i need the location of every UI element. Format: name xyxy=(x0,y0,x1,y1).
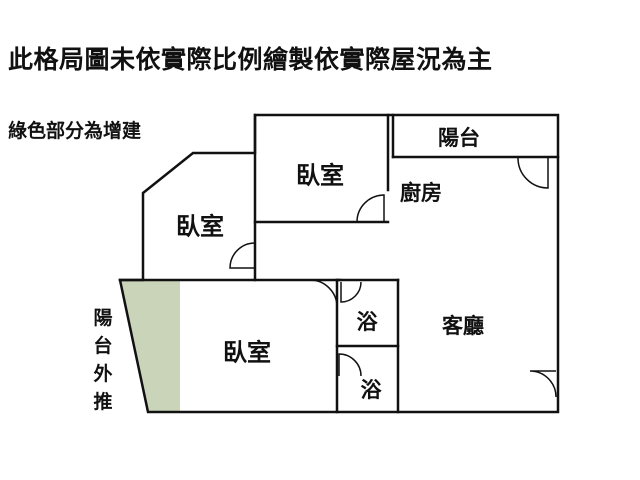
door-swing xyxy=(517,157,549,189)
balcony-extension-label: 陽台外推 xyxy=(93,307,113,413)
room-label-kitchen: 廚房 xyxy=(400,181,442,205)
door-swing xyxy=(338,353,362,377)
door-swing xyxy=(229,242,256,269)
room-label-living-room: 客廳 xyxy=(442,314,484,338)
legend-note: 綠色部分為增建 xyxy=(8,120,142,142)
room-label-bedroom-left: 臥室 xyxy=(176,212,224,241)
door-swing xyxy=(340,281,362,303)
room-label-balcony: 陽台 xyxy=(438,126,480,150)
room-label-bath-2: 浴 xyxy=(360,378,382,402)
room-label-bath-1: 浴 xyxy=(356,310,378,334)
door-swing xyxy=(309,279,338,308)
room-label-bedroom-main: 臥室 xyxy=(223,338,271,367)
page-title: 此格局圖未依實際比例繪製依實際屋況為主 xyxy=(8,45,493,74)
door-swing xyxy=(529,370,557,398)
room-label-bedroom-top: 臥室 xyxy=(296,161,344,190)
door-swing xyxy=(356,194,385,223)
extension-area xyxy=(120,280,180,412)
